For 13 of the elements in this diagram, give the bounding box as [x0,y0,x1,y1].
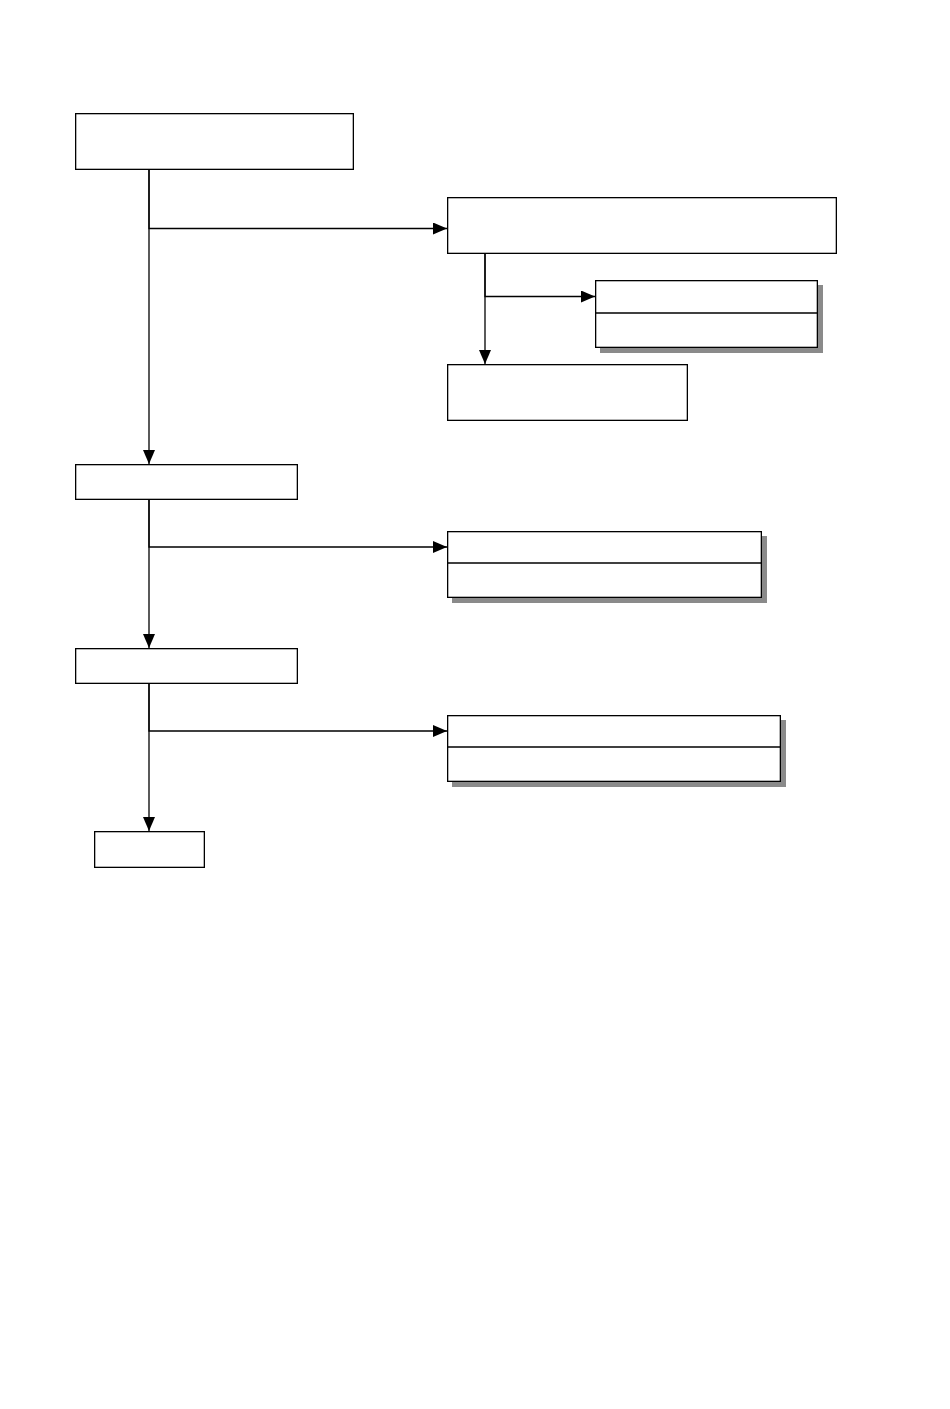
process-box [447,364,688,421]
process-box [447,197,837,254]
arrow [143,499,155,649]
process-box [94,831,205,868]
two-row-box [447,531,767,603]
two-row-box [595,280,823,353]
process-box [75,648,298,684]
arrow [143,683,155,832]
two-row-box [447,715,786,787]
process-box [75,113,354,170]
process-box [75,464,298,500]
arrow [143,169,155,465]
arrow [479,253,491,365]
